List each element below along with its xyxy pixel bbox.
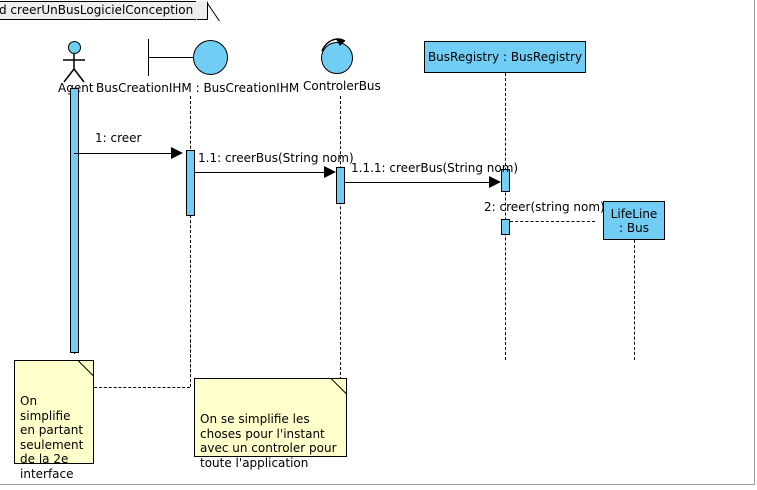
participant-label-controlerbus: ControlerBus	[303, 79, 381, 93]
lifeline-busregistry	[505, 73, 506, 360]
activation-bar-busregistry-1	[501, 169, 510, 192]
note-fold-icon	[77, 360, 94, 377]
participant-label-busregistry: BusRegistry : BusRegistry	[427, 50, 583, 64]
tab-bevel-decoration	[207, 2, 221, 21]
actor-stick-figure-icon	[63, 54, 85, 83]
activation-bar-busregistry-2	[501, 219, 510, 235]
note-agent-connector	[94, 387, 190, 388]
message-label-1-1: 1.1: creerBus(String nom)	[198, 151, 354, 165]
participant-label-bus-line2: : Bus	[619, 220, 649, 235]
message-line-1-1-1	[345, 182, 494, 183]
activation-bar-agent	[70, 88, 79, 353]
activation-bar-buscreationihm	[186, 150, 195, 216]
message-line-1-1	[195, 172, 329, 173]
diagram-frame-label: d creerUnBusLogicielConception	[0, 3, 194, 17]
control-arrow-icon	[321, 38, 346, 52]
participant-label-bus-line1: LifeLine	[610, 206, 658, 221]
participant-box-busregistry: BusRegistry : BusRegistry	[424, 41, 586, 73]
message-label-1-1-1: 1.1.1: creerBus(String nom)	[351, 161, 519, 175]
participant-box-bus: LifeLine : Bus	[603, 201, 665, 240]
message-line-2	[510, 221, 595, 222]
lifeline-controlerbus	[340, 96, 341, 380]
message-arrowhead-1-1-1	[489, 176, 501, 188]
lifeline-buscreationihm	[190, 96, 191, 382]
message-line-1	[74, 153, 180, 154]
note-agent: On simplifie en partant seulement de la …	[14, 360, 94, 481]
activation-bar-controlerbus	[336, 167, 345, 204]
diagram-frame-label-tab: d creerUnBusLogicielConception	[0, 1, 221, 21]
boundary-circle-icon	[193, 40, 228, 75]
note-controler-text: On se simplifie les choses pour l'instan…	[200, 412, 337, 470]
note-agent-text: On simplifie en partant seulement de la …	[20, 394, 84, 481]
message-arrowhead-1	[171, 147, 183, 159]
boundary-connector-icon	[148, 57, 193, 58]
note-fold-icon	[330, 378, 347, 395]
control-circle-icon	[321, 42, 353, 74]
note-agent-connector-v	[190, 340, 191, 387]
actor-head-icon	[68, 41, 81, 54]
lifeline-bus	[634, 240, 635, 360]
participant-label-buscreationihm: BusCreationIHM : BusCreationIHM	[96, 81, 300, 95]
note-controler: On se simplifie les choses pour l'instan…	[194, 378, 347, 470]
message-arrowhead-1-1	[324, 166, 336, 178]
message-label-1: 1: creer	[95, 131, 142, 145]
message-label-2: 2: creer(string nom)	[484, 200, 605, 214]
